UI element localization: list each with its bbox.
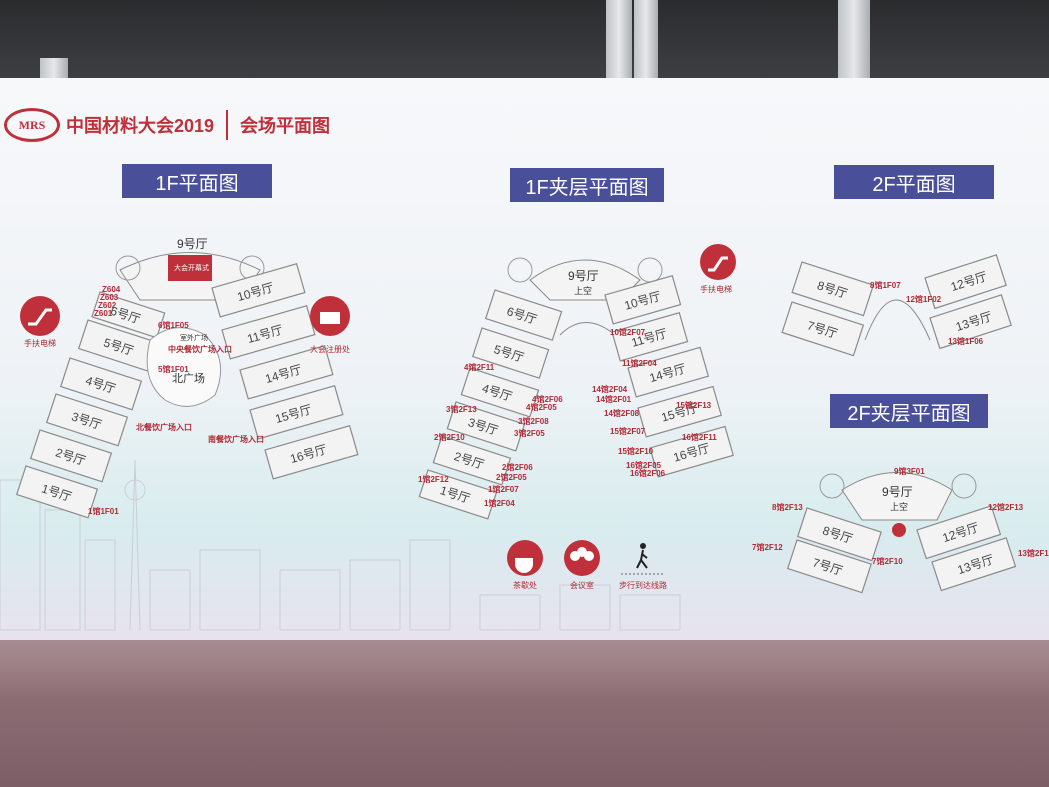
mz-label-2-2f10: 2馆2F10 [434, 432, 465, 442]
mz-label-4-2f11: 4馆2F11 [464, 362, 495, 372]
meeting-room-icon [564, 540, 600, 576]
mz-label-14-2f08: 14馆2F08 [604, 408, 640, 418]
mz-label-15-2f13: 15馆2F13 [676, 400, 712, 410]
pillar [40, 58, 68, 80]
label-1-1f01: 1馆1F01 [88, 506, 119, 516]
ceiling [0, 0, 1049, 80]
f2m-label-12-2f13: 12馆2F13 [988, 502, 1024, 512]
mz-label-11-2f04: 11馆2F04 [622, 358, 657, 368]
mz-label-4-2f06: 4馆2F06 [532, 394, 563, 404]
label-z602: Z602 [98, 301, 117, 310]
map-2f-mezzanine: 9号厅 上空 8号厅 7号厅 12号厅 13号厅 9馆3F01 8馆2F13 7… [752, 466, 1049, 594]
label-z603: Z603 [100, 293, 119, 302]
mz-label-15-2f10: 15馆2F10 [618, 446, 654, 456]
mz-escalator-caption: 手扶电梯 [700, 284, 732, 294]
mz-label-4-2f05: 4馆2F05 [526, 402, 557, 412]
mz-label-3-2f13: 3馆2F13 [446, 404, 477, 414]
label-central-dining: 中央餐饮广场入口 [168, 344, 232, 354]
outer-plaza-label: 室外广场 [180, 333, 208, 342]
mz-label-3-2f08: 3馆2F08 [518, 416, 549, 426]
f2-label-8-1f07: 8馆1F07 [870, 280, 901, 290]
walking-person-icon [636, 543, 648, 569]
section-title-2f: 2F平面图 [834, 165, 994, 199]
legend-meeting: 会议室 [570, 580, 594, 590]
f2-label-13-1f06: 13馆1F06 [948, 336, 984, 346]
mz-label-1-2f04: 1馆2F04 [484, 498, 515, 508]
pillar [606, 0, 632, 80]
mz-label-16-2f06: 16馆2F06 [630, 468, 666, 478]
map-1f-mezzanine: 9号厅 上空 10号厅 11号厅 14号厅 15号厅 16号厅 6号厅 5号厅 … [418, 244, 736, 520]
f2m-hall-shape-9 [841, 472, 953, 521]
pillar [838, 0, 870, 80]
mz-label-16-2f05: 16馆2F05 [626, 460, 662, 470]
mrs-logo: MRS [4, 108, 60, 142]
mz-label-1-2f12: 1馆2F12 [418, 474, 449, 484]
mz-label-1-2f07: 1馆2F07 [488, 484, 519, 494]
hall-shape-9-mezzanine [529, 259, 641, 301]
f2m-hall-label-9: 9号厅 [882, 485, 913, 499]
section-title-1f: 1F平面图 [122, 164, 272, 198]
pillar [634, 0, 658, 80]
page-subtitle: 会场平面图 [240, 116, 331, 136]
f2m-label-13-2f1: 13馆2F1 [1018, 548, 1049, 558]
legend-walk-route: 步行到达线路 [619, 580, 667, 590]
f2-label-12-1f02: 12馆1F02 [906, 294, 942, 304]
mz-label-14-2f01: 14馆2F01 [596, 394, 632, 404]
north-plaza-label: 北广场 [172, 371, 205, 385]
escalator-caption: 手扶电梯 [24, 338, 56, 348]
mz-label-2-2f05: 2馆2F05 [496, 472, 527, 482]
mz-label-14-2f04: 14馆2F04 [592, 384, 628, 394]
label-6-1f05: 6馆1F05 [158, 320, 189, 330]
map-2f: 8号厅 7号厅 12号厅 13号厅 8馆1F07 12馆1F02 13馆1F06 [781, 254, 1012, 357]
north-plaza [146, 327, 222, 407]
registration-caption: 大会注册处 [310, 344, 350, 354]
legend-tea: 茶歇处 [513, 580, 537, 590]
map-1f: 9号厅 大会开幕式 10号厅 11号厅 14号厅 15号厅 16号厅 6号厅 5… [15, 237, 359, 519]
hall-label-9: 9号厅 [177, 237, 208, 251]
floor-covering [0, 640, 1049, 787]
f2m-label-7-2f12: 7馆2F12 [752, 542, 783, 552]
brand-title: 中国材料大会2019 [66, 116, 215, 136]
skyline-drawing [0, 459, 681, 631]
title-divider [226, 110, 229, 140]
mz-label-2-2f06: 2馆2F06 [502, 462, 533, 472]
mz-label-15-2f07: 15馆2F07 [610, 426, 646, 436]
section-title-1f-mezzanine: 1F夹层平面图 [510, 168, 664, 202]
header: MRS 中国材料大会2019 会场平面图 [4, 108, 330, 142]
f2m-label-9-3f01: 9馆3F01 [894, 466, 925, 476]
f2m-label-8-2f13: 8馆2F13 [772, 502, 803, 512]
label-south-dining: 南餐饮广场入口 [208, 434, 264, 444]
mz-label-10-2f07: 10馆2F07 [610, 327, 646, 337]
mz-hall-label-9: 9号厅 [568, 269, 599, 283]
mz-label-16-2f11: 16馆2F11 [682, 432, 717, 442]
section-title-2f-mezzanine: 2F夹层平面图 [830, 394, 988, 428]
label-5-1f01: 5馆1F01 [158, 364, 189, 374]
label-north-dining: 北餐饮广场入口 [136, 422, 192, 432]
label-z604: Z604 [102, 285, 121, 294]
label-z601: Z601 [94, 309, 113, 318]
legend: 茶歇处 会议室 步行到达线路 [507, 540, 667, 590]
ceremony-area [168, 255, 212, 281]
f2m-tea-icon [892, 523, 906, 537]
ceremony-label: 大会开幕式 [174, 263, 209, 272]
f2m-label-7-2f10: 7馆2F10 [872, 556, 903, 566]
f2m-hall-9-void: 上空 [890, 501, 908, 512]
mz-label-3-2f05: 3馆2F05 [514, 428, 545, 438]
mz-hall-9-void: 上空 [574, 285, 592, 296]
